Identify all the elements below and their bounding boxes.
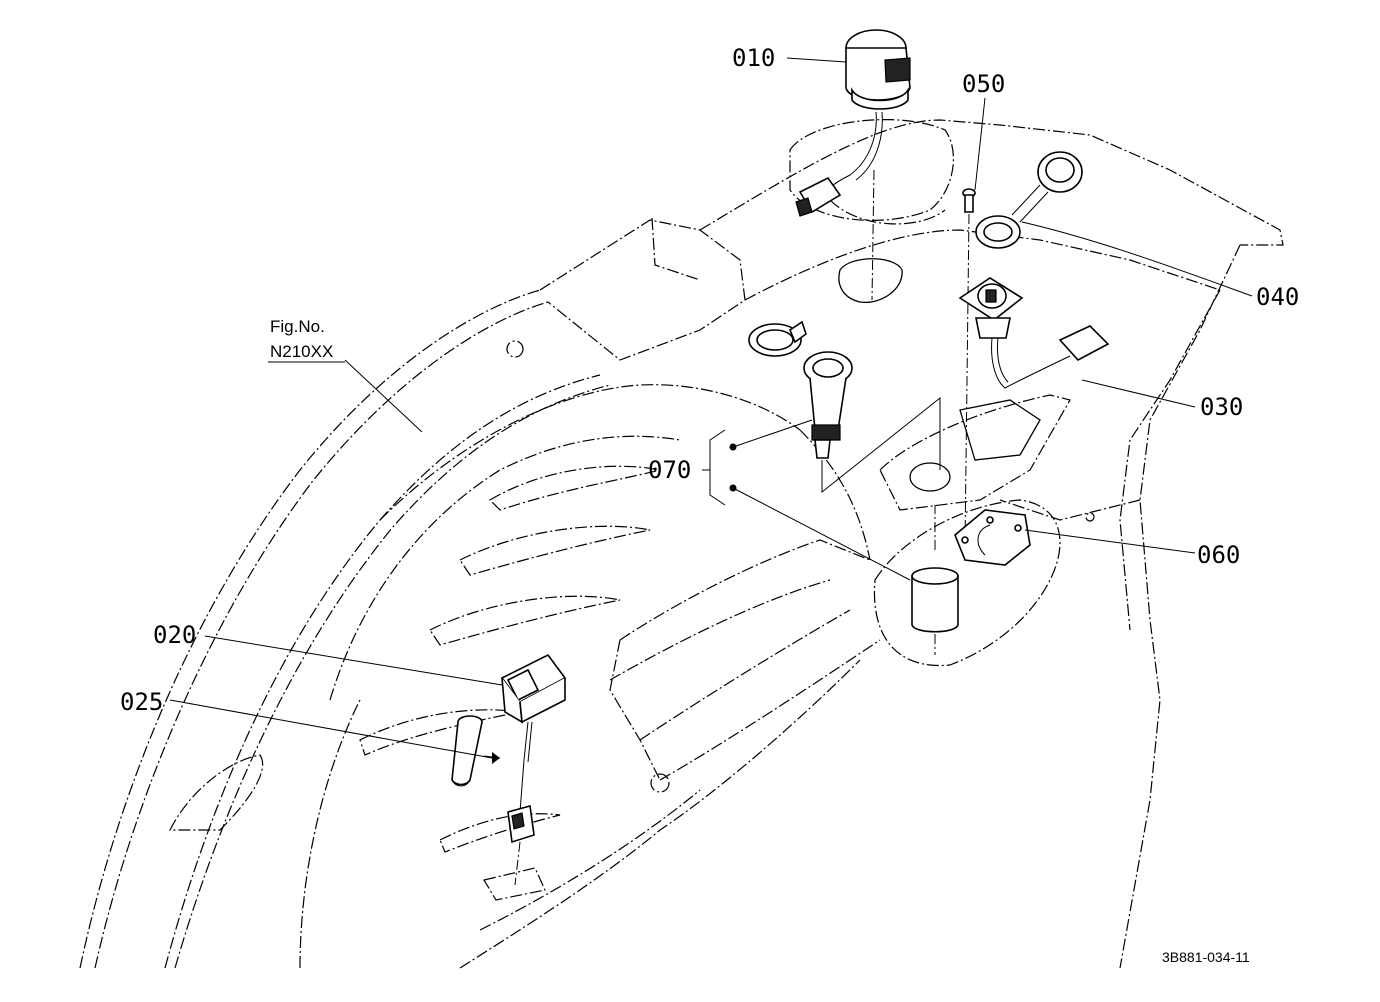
fig-caption: Fig.No. (270, 317, 325, 336)
drawing-code: 3B881-034-11 (1162, 949, 1250, 965)
fig-number: N210XX (270, 342, 333, 361)
body-openings (838, 258, 1041, 492)
callout-030: 030 (1200, 393, 1243, 421)
callout-leaders (169, 57, 1253, 759)
part-050-screw (962, 188, 976, 546)
part-040-cap (975, 151, 1083, 249)
callout-050: 050 (962, 70, 1005, 98)
callout-025: 025 (120, 688, 163, 716)
fender-body (79, 118, 1284, 969)
part-030-socket (958, 277, 1110, 389)
part-060-bracket (954, 509, 1031, 566)
part-070-outlet (709, 320, 959, 655)
callout-010: 010 (732, 44, 775, 72)
part-025-tube (451, 715, 501, 787)
callout-070: 070 (648, 456, 691, 484)
callout-040: 040 (1256, 283, 1299, 311)
callout-060: 060 (1197, 541, 1240, 569)
part-010-lamp (795, 29, 911, 301)
part-020-switch (483, 653, 567, 901)
callout-020: 020 (153, 621, 196, 649)
